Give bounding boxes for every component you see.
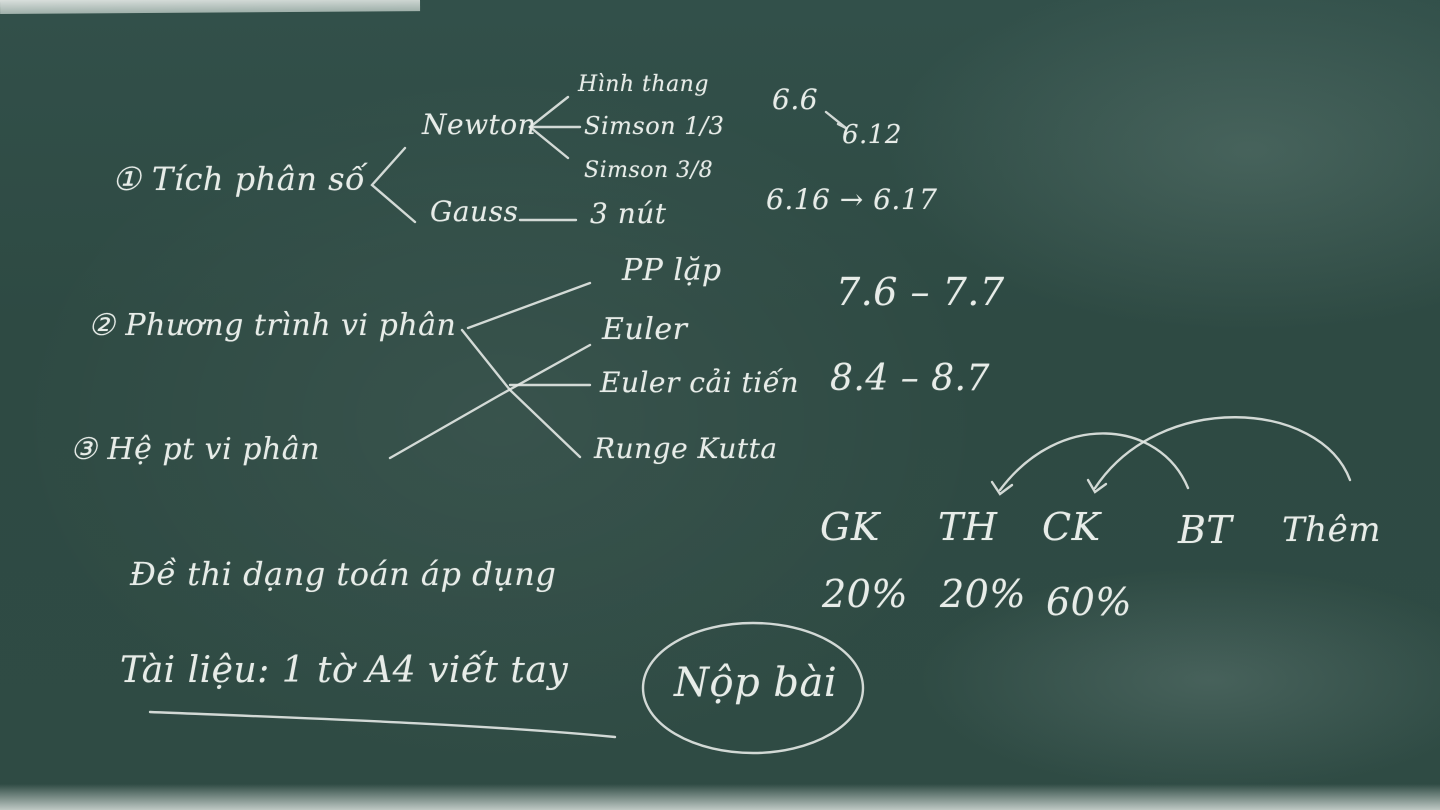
section-phuong-trinh-label: ② Phương trình vi phân <box>88 308 457 343</box>
line-to-pp-lap <box>466 281 592 330</box>
section-he-pt-label: ③ Hệ pt vi phân <box>70 432 320 467</box>
chapter-8-4-8-7: 8.4 – 8.7 <box>830 358 990 399</box>
method-euler-cai-tien: Euler cải tiến <box>600 366 799 399</box>
method-hinh-thang: Hình thang <box>578 72 709 97</box>
line-to-runge <box>460 328 582 459</box>
line-he-to-euler <box>388 343 592 460</box>
section-tich-phan-label: ① Tích phân số <box>112 160 366 198</box>
grade-header-bt: BT <box>1178 508 1233 552</box>
method-gauss: Gauss <box>430 195 519 228</box>
exam-note: Đề thi dạng toán áp dụng <box>130 555 557 593</box>
arc-them-to-ck <box>1093 416 1352 490</box>
circle-submit <box>641 621 865 755</box>
arc-ck-to-th <box>998 432 1190 492</box>
underline-materials <box>148 710 617 739</box>
materials-note: Tài liệu: 1 tờ A4 viết tay <box>120 650 569 691</box>
grade-header-ck: CK <box>1042 505 1101 549</box>
method-runge-kutta: Runge Kutta <box>594 432 778 465</box>
grade-weight-gk: 20% <box>822 572 908 616</box>
chapter-6-6: 6.6 <box>772 83 819 116</box>
board-chalk-tray <box>0 784 1440 810</box>
grade-weight-th: 20% <box>940 572 1026 616</box>
chapter-6-12: 6.12 <box>842 120 902 150</box>
method-simson-13: Simson 1/3 <box>584 112 725 140</box>
arrowhead-th <box>990 480 1014 496</box>
method-3-nut: 3 nút <box>590 197 667 230</box>
grade-header-them: Thêm <box>1282 510 1381 550</box>
grade-header-gk: GK <box>820 505 880 549</box>
submit-label: Nộp bài <box>674 660 838 706</box>
method-euler: Euler <box>602 312 688 347</box>
arrow-6-6 <box>824 110 847 130</box>
grade-header-th: TH <box>938 505 998 549</box>
method-pp-lap: PP lặp <box>622 253 722 288</box>
arrowhead-ck <box>1086 478 1108 494</box>
grade-weight-ck: 60% <box>1046 580 1132 624</box>
chapter-6-16-17: 6.16 → 6.17 <box>766 183 938 216</box>
method-simson-38: Simson 3/8 <box>584 158 714 183</box>
brace-tich-phan <box>370 146 417 224</box>
chapter-7-6-7-7: 7.6 – 7.7 <box>836 270 1005 314</box>
method-newton: Newton <box>422 108 537 141</box>
